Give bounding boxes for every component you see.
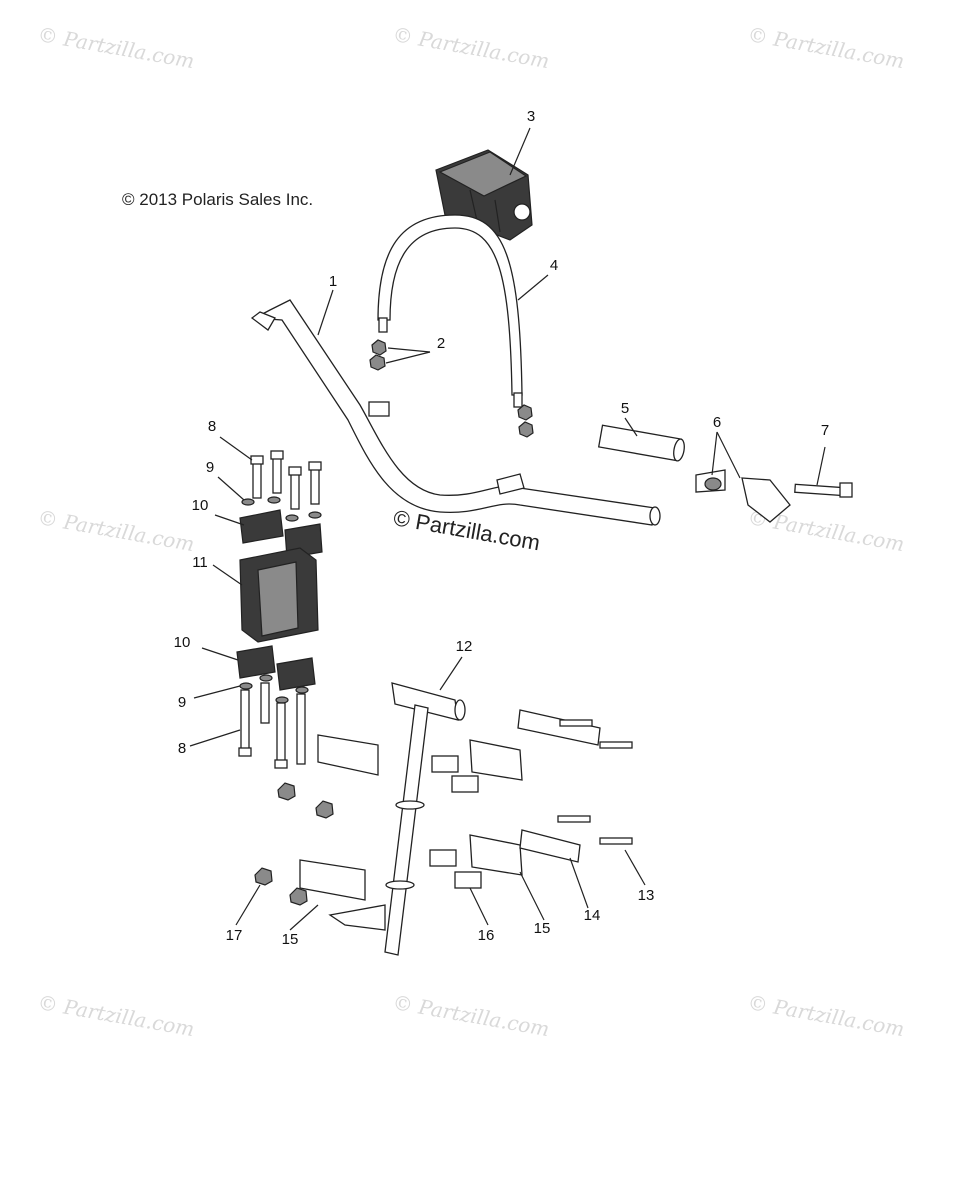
steering-post <box>328 682 466 956</box>
bar-end-caps <box>695 469 791 523</box>
nuts <box>369 339 534 438</box>
callout-17: 17 <box>225 927 243 944</box>
crossbar <box>377 214 523 408</box>
callout-5: 5 <box>620 400 630 417</box>
callout-3: 3 <box>526 108 536 125</box>
handlebar <box>250 299 661 526</box>
lower-clamp-hardware <box>254 709 633 906</box>
callout-15: 15 <box>533 920 551 937</box>
callout-10-lower: 10 <box>173 634 191 651</box>
callout-10: 10 <box>191 497 209 514</box>
grip-tube <box>597 424 685 462</box>
callout-9: 9 <box>205 459 215 476</box>
callout-14: 14 <box>583 907 601 924</box>
callout-7: 7 <box>820 422 830 439</box>
bolt-7 <box>794 482 853 498</box>
copyright-notice: © 2013 Polaris Sales Inc. <box>122 190 314 209</box>
upper-clamp-stack <box>236 450 323 769</box>
callout-2: 2 <box>436 335 446 352</box>
callout-8-lower: 8 <box>177 740 187 757</box>
callout-16: 16 <box>477 927 495 944</box>
callout-8: 8 <box>207 418 217 435</box>
callout-1: 1 <box>328 273 338 290</box>
callout-9-lower: 9 <box>177 694 187 711</box>
callout-4: 4 <box>549 257 559 274</box>
callout-6: 6 <box>712 414 722 431</box>
callout-15-left: 15 <box>281 931 299 948</box>
callout-12: 12 <box>455 638 473 655</box>
callout-13: 13 <box>637 887 655 904</box>
callout-11: 11 <box>192 554 208 571</box>
leader-lines <box>189 127 826 931</box>
